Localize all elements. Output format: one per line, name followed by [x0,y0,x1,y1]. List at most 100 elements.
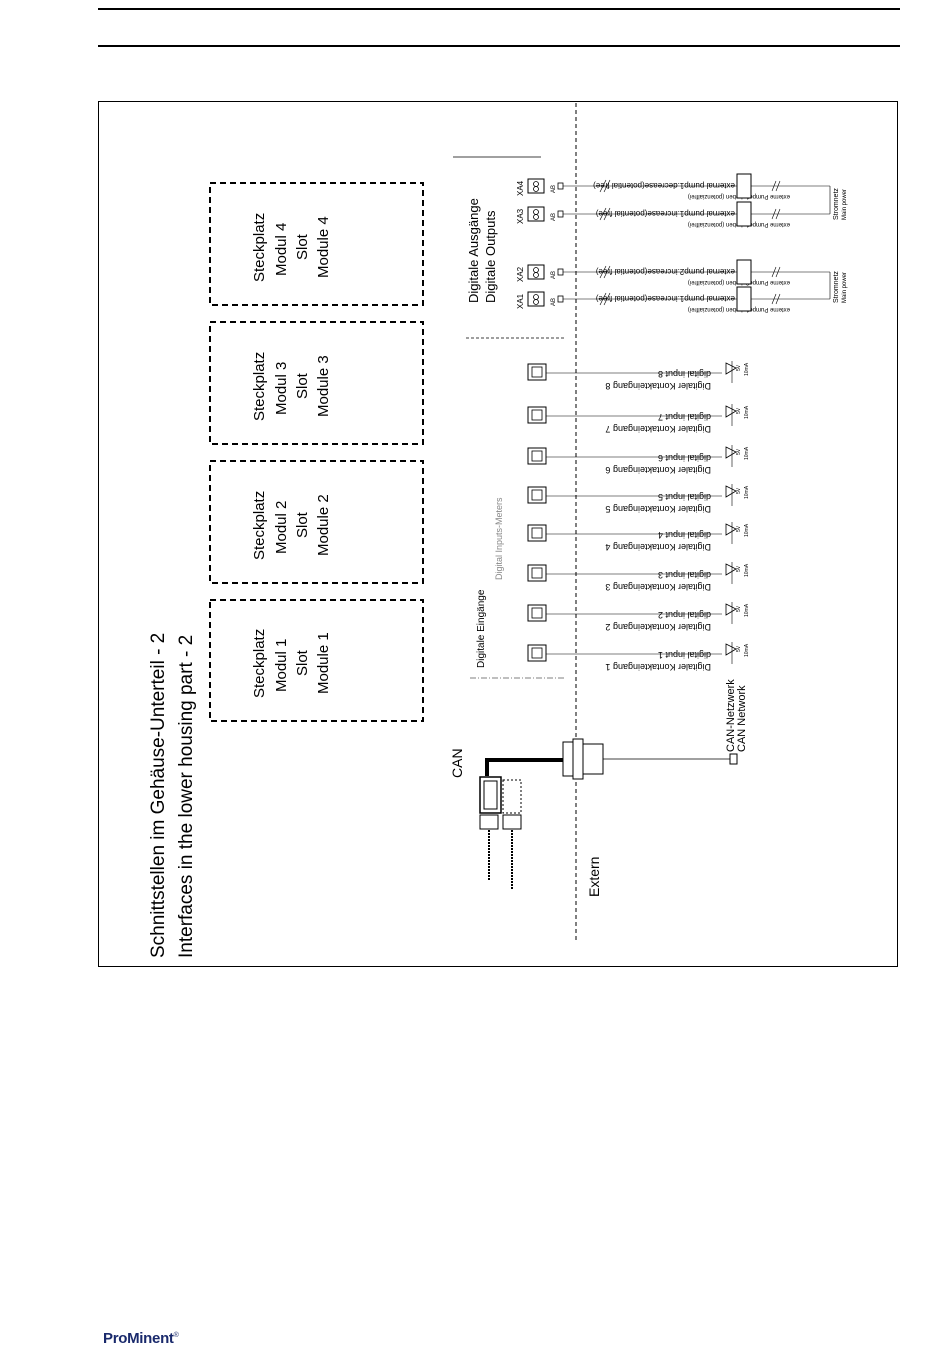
title-de: Schnittstellen im Gehäuse-Unterteil - 2 [148,633,169,958]
slot-label: Slot [294,233,311,260]
slot-label: Module 2 [315,494,332,556]
input-spec-v: 5V [736,605,742,612]
output-label-en: external pump1.decrease(potential free) [593,181,735,190]
input-label-de: Digitaler Kontakteingang 3 [605,582,711,592]
input-label-en: digital input 6 [658,453,711,463]
digital-input-6: digital input 6 Digitaler Kontakteingang … [527,445,750,475]
header-rule-top [98,8,900,10]
input-label-en: digital input 5 [658,492,711,502]
output-pins: AB [551,298,557,306]
digital-input-5: digital input 5 Digitaler Kontakteingang … [527,484,750,514]
digital-input-1: digital input 1 Digitaler Kontakteingang … [527,642,750,672]
digital-output-xa2: XA2 AB external pump2.increase(potential f… [516,259,830,285]
logo-mark: ® [173,1332,179,1339]
slot-label: Module 1 [315,632,332,694]
stromnetz-label: Stromnetz [833,188,840,220]
slot-label: Steckplatz [251,213,268,282]
main-power-label: Main power [842,272,848,303]
can-label: CAN [449,748,465,778]
input-label-de: Digitaler Kontakteingang 2 [605,622,711,632]
input-spec-v: 5V [736,448,742,455]
input-label-de: Digitaler Kontakteingang 7 [605,424,711,434]
logo-text: ProMinent [103,1330,174,1347]
can-network-de: CAN-Netzwerk [725,679,737,752]
digital-inputs: digital input 1 Digitaler Kontakteingang … [527,361,750,672]
slot-label: Module 4 [315,216,332,278]
slot-label: Steckplatz [251,491,268,560]
output-pins: AB [551,185,557,193]
digital-outputs-en: Digitale Outputs [483,210,498,303]
digital-inputs-en: Digital Inputs-Meters [494,497,504,580]
input-label-de: Digitaler Kontakteingang 4 [605,542,711,552]
input-label-de: Digitaler Kontakteingang 6 [605,465,711,475]
input-spec-v: 5V [736,645,742,652]
output-label-en: external pump1.increase(potential free) [595,294,735,303]
digital-input-4: digital input 4 Digitaler Kontakteingang … [527,522,750,552]
digital-output-xa4: XA4 AB external pump1.decrease(potential f… [516,173,830,199]
output-pins: AB [551,213,557,221]
input-label-en: digital input 3 [658,570,711,580]
input-spec-ma: 10mA [744,446,750,460]
digital-input-2: digital input 2 Digitaler Kontakteingang … [527,602,750,632]
digital-input-8: digital input 8 Digitaler Kontakteingang … [527,361,750,391]
digital-output-xa1: XA1 AB external pump1.increase(potential f… [516,286,830,312]
input-spec-ma: 10mA [744,362,750,376]
digital-outputs-de: Digitale Ausgänge [466,198,481,303]
input-label-en: digital input 4 [658,530,711,540]
input-label-en: digital input 1 [658,650,711,660]
main-power-label: Main power [842,189,848,220]
input-spec-ma: 10mA [744,405,750,419]
output-id: XA4 [516,180,525,196]
slot-module-1: Steckplatz Modul 1 Slot Module 1 [209,599,424,722]
input-spec-ma: 10mA [744,643,750,657]
input-label-de: Digitaler Kontakteingang 5 [605,504,711,514]
slot-label: Steckplatz [251,352,268,421]
stromnetz-label: Stromnetz [833,271,840,303]
digital-outputs: XA1 AB external pump1.increase(potential f… [516,173,831,312]
input-spec-ma: 10mA [744,523,750,537]
extern-label: Extern [586,857,602,897]
input-label-de: Digitaler Kontakteingang 8 [605,381,711,391]
digital-output-xa3: XA3 AB external pump1.increase(potential f… [516,201,830,227]
slot-module-2: Steckplatz Modul 2 Slot Module 2 [209,460,424,584]
digital-inputs-de: Digitale Eingänge [476,589,487,668]
output-id: XA1 [516,293,525,309]
slot-label: Module 3 [315,355,332,417]
slot-label: Modul 4 [273,223,290,276]
slot-label: Modul 1 [273,639,290,692]
input-spec-ma: 10mA [744,603,750,617]
output-id: XA2 [516,266,525,282]
slot-label: Slot [294,372,311,399]
slot-module-3: Steckplatz Modul 3 Slot Module 3 [209,321,424,445]
slot-label: Modul 2 [273,501,290,554]
can-network-en: CAN Network [736,685,748,752]
digital-input-7: digital input 7 Digitaler Kontakteingang … [527,404,750,434]
diagram-frame [98,101,898,967]
slot-label: Slot [294,649,311,676]
slot-label: Slot [294,511,311,538]
input-spec-v: 5V [736,487,742,494]
output-id: XA3 [516,208,525,224]
slot-label: Steckplatz [251,629,268,698]
header-rule-bottom [98,45,900,47]
input-spec-v: 5V [736,565,742,572]
slot-label: Modul 3 [273,362,290,415]
slot-module-4: Steckplatz Modul 4 Slot Module 4 [209,182,424,306]
output-label-en: external pump2.increase(potential free) [595,267,735,276]
input-label-en: digital input 7 [658,412,711,422]
prominent-logo: ProMinent® [103,1330,179,1347]
title-en: Interfaces in the lower housing part - 2 [176,635,197,958]
digital-input-3: digital input 3 Digitaler Kontakteingang … [527,562,750,592]
input-spec-ma: 10mA [744,485,750,499]
input-label-de: Digitaler Kontakteingang 1 [605,662,711,672]
output-label-en: external pump1.increase(potential free) [595,209,735,218]
input-spec-v: 5V [736,407,742,414]
can-cable [479,738,738,890]
input-label-en: digital input 2 [658,610,711,620]
output-pins: AB [551,271,557,279]
input-label-en: digital input 8 [658,369,711,379]
input-spec-v: 5V [736,364,742,371]
input-spec-ma: 10mA [744,563,750,577]
input-spec-v: 5V [736,525,742,532]
